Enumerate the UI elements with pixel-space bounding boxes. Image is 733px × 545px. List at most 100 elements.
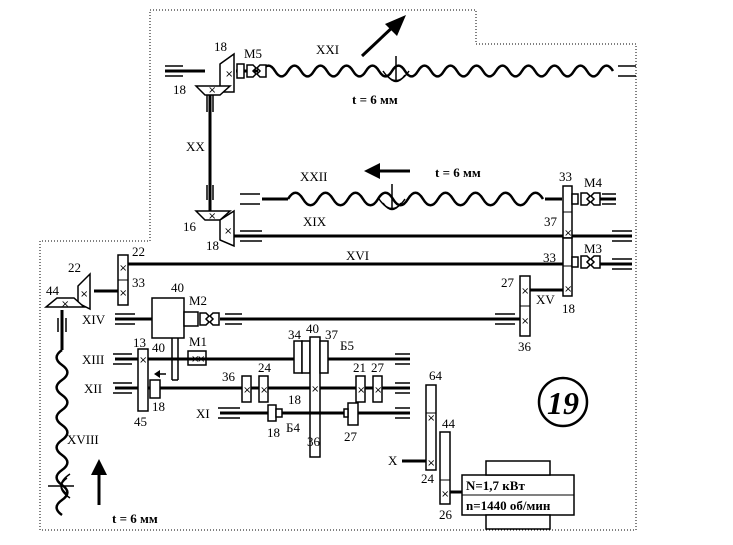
- teeth-g36xv: 36: [518, 339, 532, 354]
- teeth-g36b: 36: [307, 434, 321, 449]
- clutch-m3: [580, 255, 632, 270]
- teeth-g27c: 27: [344, 429, 358, 444]
- gear-cluster-b5: ×: [293, 336, 329, 458]
- teeth-bevel-top-b: 18: [173, 82, 186, 97]
- clutch-label-b4: Б4: [286, 420, 300, 435]
- svg-text:×: ×: [441, 489, 449, 500]
- clutch-label-m1: M1: [189, 334, 207, 349]
- figure-number: 19: [547, 385, 579, 421]
- pitch-label-bottom: t = 6 мм: [112, 511, 158, 526]
- clutch-m5: [236, 63, 267, 79]
- teeth-bevel-left-a: 22: [68, 260, 81, 275]
- lead-screw-xxii: [286, 191, 545, 207]
- svg-text:×: ×: [564, 228, 572, 239]
- bevel-gear-left: × ×: [43, 272, 91, 311]
- half-nut-top-icon: [382, 56, 410, 83]
- svg-text:×: ×: [208, 85, 216, 96]
- teeth-g13: 13: [133, 335, 146, 350]
- worm-gear-box: [151, 297, 199, 381]
- housing-boundary: [39, 9, 637, 531]
- clutch-label-m5: M5: [244, 46, 262, 61]
- svg-text:×: ×: [208, 211, 216, 222]
- clutch-m4: [580, 192, 616, 206]
- teeth-g33a: 33: [559, 169, 572, 184]
- teeth-g33c: 33: [132, 275, 145, 290]
- gear-stack-right: × ×: [562, 185, 579, 297]
- svg-text:×: ×: [427, 458, 435, 469]
- half-nut-bottom-icon: [48, 473, 74, 499]
- shaft-xiii: [113, 353, 410, 365]
- svg-text:×: ×: [224, 226, 232, 237]
- teeth-g40c: 40: [306, 321, 319, 336]
- motor-power: N=1,7 кВт: [466, 478, 525, 493]
- teeth-g37: 37: [544, 214, 558, 229]
- teeth-g33b: 33: [543, 250, 556, 265]
- bevel-gear-middle: × ×: [194, 209, 235, 248]
- arrow-up-icon: [91, 459, 107, 505]
- svg-text:×: ×: [225, 69, 233, 80]
- shaft-xxi: [165, 64, 636, 78]
- svg-text:×: ×: [521, 316, 529, 327]
- shaft-label-xx: XX: [186, 139, 205, 154]
- teeth-g64: 64: [429, 368, 443, 383]
- clutch-label-m4: M4: [584, 175, 603, 190]
- teeth-g24a: 24: [258, 360, 272, 375]
- teeth-g34: 34: [288, 327, 302, 342]
- svg-text:×: ×: [119, 263, 127, 274]
- pitch-label-top: t = 6 мм: [352, 92, 398, 107]
- teeth-g18a: 18: [152, 399, 165, 414]
- gear-train-x: × × ×: [402, 384, 462, 505]
- teeth-g44: 44: [442, 416, 456, 431]
- arrow-left-icon: [364, 163, 410, 179]
- teeth-g40b: 40: [152, 340, 165, 355]
- svg-text:×: ×: [61, 299, 69, 310]
- shaft-xx: [206, 95, 214, 212]
- svg-text:×: ×: [521, 286, 529, 297]
- shaft-label-xiv: XIV: [82, 312, 106, 327]
- shaft-label-xxii: XXII: [300, 169, 327, 184]
- clutch-label-m2: M2: [189, 293, 207, 308]
- teeth-bevel-mid-a: 16: [183, 219, 197, 234]
- shaft-xi: [218, 402, 410, 426]
- teeth-bevel-top-a: 18: [214, 39, 227, 54]
- teeth-g27b: 27: [371, 360, 385, 375]
- teeth-g40a: 40: [171, 280, 184, 295]
- shaft-label-xii: XII: [84, 381, 102, 396]
- teeth-g27: 27: [501, 275, 515, 290]
- teeth-g18c: 18: [267, 425, 280, 440]
- shaft-label-xi: XI: [196, 406, 210, 421]
- teeth-g18b: 18: [288, 392, 301, 407]
- lead-screw-xxi: [260, 64, 615, 78]
- svg-text:×: ×: [260, 385, 268, 396]
- teeth-g26: 26: [439, 507, 453, 522]
- bevel-gear-top: × ×: [194, 52, 235, 96]
- gear-pair-xv: × ×: [519, 275, 563, 337]
- svg-text:×: ×: [243, 385, 251, 396]
- gear-pair-22-33: × ×: [94, 254, 129, 306]
- shaft-label-xv: XV: [536, 292, 555, 307]
- gear-block-13-18-45: ×: [137, 348, 161, 412]
- shaft-label-xviii: XVIII: [67, 432, 99, 447]
- shaft-label-xvi: XVI: [346, 248, 369, 263]
- gear-pair-21-27: × ×: [355, 375, 383, 403]
- shaft-xiv: [115, 313, 520, 325]
- shaft-label-xix: XIX: [303, 214, 327, 229]
- svg-text:×: ×: [311, 384, 319, 395]
- shaft-label-xiii: XIII: [82, 352, 104, 367]
- gear-pair-36-24: × ×: [241, 375, 269, 403]
- teeth-g21: 21: [353, 360, 366, 375]
- teeth-g36a: 36: [222, 369, 236, 384]
- svg-text:×: ×: [80, 289, 88, 300]
- motor-speed: n=1440 об/мин: [466, 498, 551, 513]
- arrow-diagonal-icon: [360, 15, 406, 58]
- shaft-label-x: X: [388, 453, 398, 468]
- half-nut-middle-icon: [378, 184, 406, 211]
- svg-text:×: ×: [374, 385, 382, 396]
- svg-text:×: ×: [139, 355, 147, 366]
- teeth-g24b: 24: [421, 471, 435, 486]
- shaft-xxii: [240, 191, 562, 207]
- teeth-bevel-left-b: 44: [46, 283, 60, 298]
- teeth-bevel-mid-b: 18: [206, 238, 219, 253]
- clutch-label-m3: M3: [584, 241, 602, 256]
